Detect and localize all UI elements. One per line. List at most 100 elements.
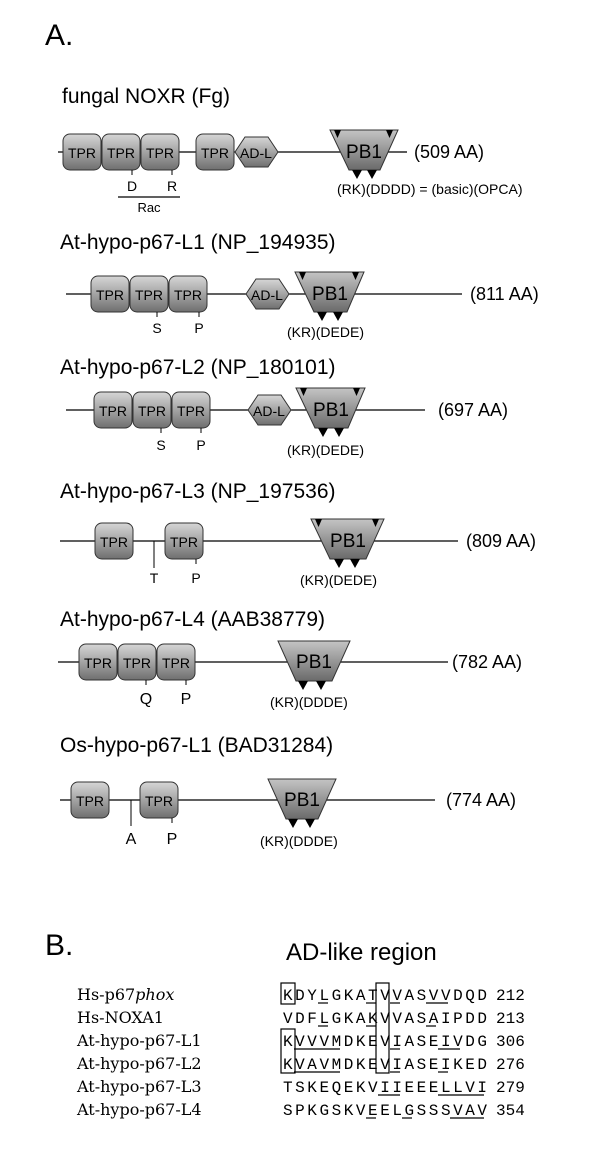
protein-at-hypo-p67-l3: At-hypo-p67-L3 (NP_197536) TPR TPR PB1 (…: [60, 480, 536, 588]
pb1-top-marker: [386, 130, 393, 138]
pb1-top-marker: [299, 272, 306, 280]
protein-at-hypo-p67-l1: At-hypo-p67-L1 (NP_194935) TPR TPR TPR A…: [60, 231, 539, 340]
tpr-domain: [117, 643, 157, 681]
sequence-name: Hs-NOXA1: [77, 1008, 164, 1027]
tpr-domain: [62, 133, 102, 171]
pb1-bottom-marker: [288, 819, 298, 828]
pb1-label: PB1: [284, 790, 320, 811]
tpr-domain: [156, 643, 196, 681]
tpr-domain: [171, 391, 211, 429]
position-number: 276: [496, 1056, 525, 1074]
tpr-label: TPR: [96, 287, 124, 303]
panel-b-label: B.: [45, 929, 73, 962]
ad-l-label: AD-L: [251, 287, 283, 303]
tpr-domain: [90, 275, 130, 313]
residue-label: S: [156, 437, 165, 453]
ad-l-label: AD-L: [240, 145, 272, 161]
pb1-bottom-marker: [350, 559, 360, 568]
residue-label: R: [167, 178, 177, 194]
protein-name: fungal NOXR (Fg): [62, 85, 230, 108]
pb1-domain: [310, 518, 385, 560]
tpr-label: TPR: [201, 145, 229, 161]
alignment-positions: 212 213 306 276 279 354: [496, 987, 525, 1120]
pb1-label: PB1: [346, 142, 382, 163]
residue-label: P: [181, 691, 192, 708]
pb1-bottom-marker: [334, 559, 344, 568]
sequence: KVAVMDKEVIASEIKED: [283, 1056, 487, 1074]
position-number: 354: [496, 1102, 525, 1120]
tpr-domain: [101, 133, 141, 171]
tpr-label: TPR: [76, 793, 104, 809]
pb1-domain: [267, 778, 337, 820]
residue-label: P: [194, 320, 203, 336]
protein-name: At-hypo-p67-L3 (NP_197536): [60, 480, 336, 503]
pb1-bottom-marker: [298, 681, 308, 690]
tpr-label: TPR: [68, 145, 96, 161]
length-label: (774 AA): [446, 790, 516, 810]
tpr-label: TPR: [177, 403, 205, 419]
motif-label: (KR)(DDDE): [270, 694, 348, 710]
pb1-bottom-marker: [334, 428, 344, 437]
residue-label: D: [127, 178, 137, 194]
pb1-top-marker: [352, 272, 359, 280]
sequence-name: At-hypo-p67-L2: [76, 1054, 202, 1073]
alignment-names: Hs-p67phox Hs-NOXA1 At-hypo-p67-L1 At-hy…: [76, 985, 202, 1119]
pb1-label: PB1: [296, 652, 332, 673]
tpr-domain: [168, 275, 208, 313]
tpr-label: TPR: [135, 287, 163, 303]
protein-fungal-noxr: fungal NOXR (Fg) TPR TPR TPR TPR AD-L PB…: [58, 85, 523, 215]
tpr-label: TPR: [146, 145, 174, 161]
tpr-domain: [164, 522, 204, 560]
sequence: TSKEQEKVIIEEELLVI: [283, 1079, 487, 1097]
tpr-label: TPR: [145, 793, 173, 809]
tpr-label: TPR: [99, 403, 127, 419]
motif-label: (KR)(DEDE): [300, 572, 377, 588]
sequence: KDYLGKATVVASVVDQD: [283, 987, 487, 1005]
pb1-top-marker: [334, 130, 341, 138]
pb1-domain: [277, 640, 351, 682]
protein-name: At-hypo-p67-L1 (NP_194935): [60, 231, 336, 254]
position-number: 306: [496, 1033, 525, 1051]
ad-l-label: AD-L: [253, 403, 285, 419]
protein-at-hypo-p67-l2: At-hypo-p67-L2 (NP_180101) TPR TPR TPR A…: [60, 356, 508, 458]
residue-label: Q: [140, 691, 152, 708]
protein-os-hypo-p67-l1: Os-hypo-p67-L1 (BAD31284) TPR TPR PB1 (7…: [60, 734, 516, 849]
sequence: SPKGSKVEELGSSSVAV: [283, 1102, 487, 1120]
ad-l-domain: [234, 136, 279, 168]
conservation-box: [280, 1028, 296, 1074]
tpr-domain: [195, 133, 235, 171]
position-number: 212: [496, 987, 525, 1005]
tpr-domain: [70, 781, 110, 819]
sequence-name: At-hypo-p67-L1: [76, 1031, 202, 1050]
motif-label: (KR)(DEDE): [287, 324, 364, 340]
tpr-domain: [140, 133, 180, 171]
pb1-bottom-marker: [352, 170, 362, 179]
residue-label: P: [191, 570, 200, 586]
sequence-name: Hs-p67phox: [77, 985, 174, 1004]
length-label: (697 AA): [438, 400, 508, 420]
residue-label: P: [196, 437, 205, 453]
pb1-domain: [295, 387, 366, 429]
sequence: VDFLGKAKVVASAIPDD: [283, 1010, 487, 1028]
tpr-label: TPR: [123, 655, 151, 671]
pb1-top-marker: [353, 388, 360, 396]
tpr-domain: [93, 391, 133, 429]
motif-label: (RK)(DDDD) = (basic)(OPCA): [337, 181, 523, 197]
pb1-label: PB1: [313, 400, 349, 421]
residue-label: T: [150, 570, 159, 586]
pb1-bottom-marker: [318, 428, 328, 437]
sequence-name: At-hypo-p67-L3: [76, 1077, 202, 1096]
tpr-domain: [132, 391, 172, 429]
protein-at-hypo-p67-l4: At-hypo-p67-L4 (AAB38779) TPR TPR TPR PB…: [58, 608, 522, 710]
protein-name: Os-hypo-p67-L1 (BAD31284): [60, 734, 333, 757]
tpr-label: TPR: [138, 403, 166, 419]
tpr-label: TPR: [100, 534, 128, 550]
pb1-label: PB1: [312, 284, 348, 305]
pb1-top-marker: [372, 519, 379, 527]
conservation-box: [375, 982, 390, 1074]
panel-a-label: A.: [45, 19, 73, 52]
motif-label: (KR)(DDDE): [260, 833, 338, 849]
conservation-box: [280, 982, 296, 1005]
pb1-domain: [329, 129, 399, 171]
rac-label: Rac: [137, 200, 161, 215]
